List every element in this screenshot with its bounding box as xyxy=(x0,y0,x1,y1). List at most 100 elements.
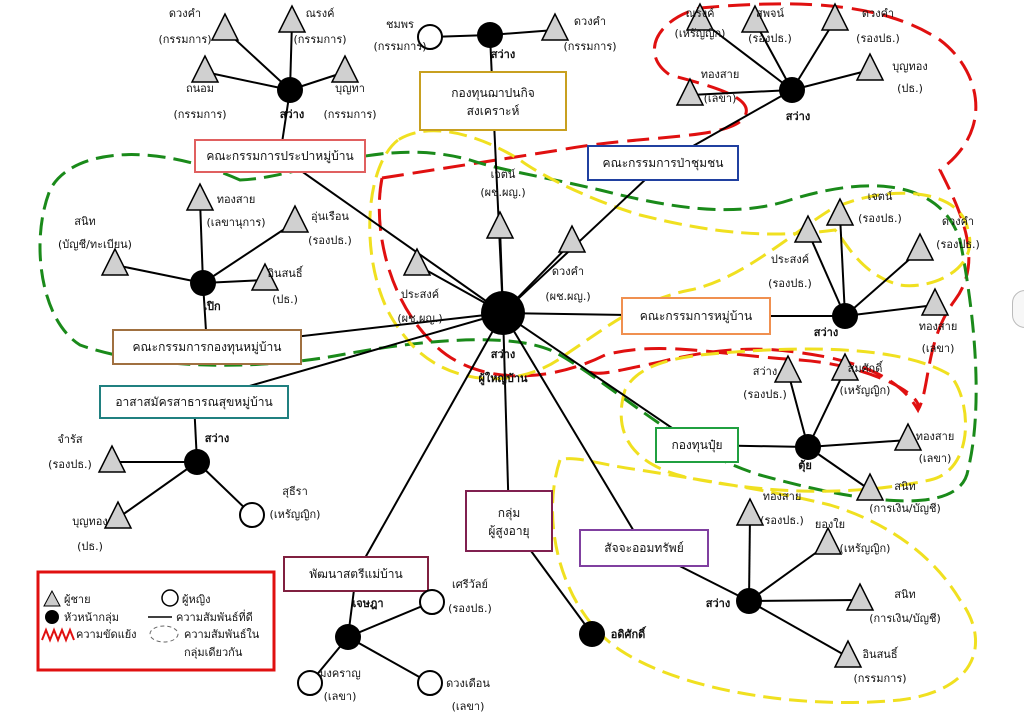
member-forest-2-male-icon xyxy=(820,2,850,31)
center-member-role-1: (ผช.ผญ.) xyxy=(397,312,442,325)
group-box-label-pracha: คณะกรรมการประปาหมู่บ้าน xyxy=(206,149,353,164)
hub-name-elderly: อดิศักดิ์ xyxy=(611,626,647,641)
member-role-savings-1: (เหรัญญิก) xyxy=(840,542,891,555)
hub-node-forest xyxy=(779,77,805,103)
link-member-savings-2 xyxy=(748,599,861,602)
link-member-fertilizer-1 xyxy=(807,369,846,448)
member-name-forest-2: ดวงคำ xyxy=(862,7,894,20)
link-member-women-0 xyxy=(347,601,433,638)
member-name-savings-2: สนิท xyxy=(894,588,915,601)
member-name-village_committee-2: ประสงค์ xyxy=(771,253,809,266)
group-box-label-women: พัฒนาสตรีแม่บ้าน xyxy=(309,567,402,581)
center-member-role-0: (ผช.ผญ.) xyxy=(480,186,525,199)
group-box-women xyxy=(283,556,429,592)
member-health-0-male-icon xyxy=(97,444,127,473)
member-pracha-0-male-icon xyxy=(210,12,240,41)
legend-relation: ความสัมพันธ์ที่ดี xyxy=(176,609,253,624)
legend-male: ผู้ชาย xyxy=(64,593,91,606)
member-name-savings-3: อินสนธิ์ xyxy=(862,646,899,661)
hub-name-fertilizer: ตุ้ย xyxy=(798,459,812,473)
member-role-pracha-1: (กรรมการ) xyxy=(293,33,346,46)
hub-name-women: เจษฎา xyxy=(352,597,383,610)
group-box-fertilizer xyxy=(655,427,739,463)
member-role-fund-2: (รองปธ.) xyxy=(308,234,352,247)
member-village_committee-1-male-icon xyxy=(905,232,935,261)
member-role-health-0: (รองปธ.) xyxy=(48,458,92,471)
group-box-label-village_committee: คณะกรรมการหมู่บ้าน xyxy=(640,309,753,324)
member-name-forest-4: บุญทอง xyxy=(892,60,928,73)
member-name-health-0: จำรัส xyxy=(57,433,83,446)
center-name: สว่าง xyxy=(491,348,515,361)
legend-female: ผู้หญิง xyxy=(182,593,210,606)
group-box-label2-elderly: ผู้สูงอายุ xyxy=(488,524,529,539)
group-box-label-fertilizer: กองทุนปุ๋ย xyxy=(671,438,722,453)
member-fertilizer-0-male-icon xyxy=(773,354,803,383)
group-box-forest xyxy=(587,145,739,181)
link-center-savings xyxy=(502,312,645,549)
legend-border xyxy=(36,570,276,672)
link-center-fertilizer xyxy=(502,312,698,446)
link-center-forest xyxy=(502,162,664,314)
center-role: ผู้ใหญ่บ้าน xyxy=(478,371,528,386)
hub-node-health xyxy=(184,449,210,475)
group-box-fund xyxy=(112,329,302,365)
member-name-fund-2: อุ่นเรือน xyxy=(311,210,349,223)
legend: ผู้ชาย ผู้หญิง หัวหน้ากลุ่ม ความสัมพันธ์… xyxy=(36,570,276,672)
member-village_committee-3-male-icon xyxy=(920,287,950,316)
member-name-savings-0: ทองสาย xyxy=(763,490,802,503)
member-role-pracha-3: (กรรมการ) xyxy=(323,108,376,121)
link-member-fertilizer-2 xyxy=(807,439,909,448)
member-name-women-0: เศรีวัลย์ xyxy=(452,578,488,591)
hub-name-pracha: สว่าง xyxy=(280,108,304,121)
member-role-village_committee-2: (รองปธ.) xyxy=(768,277,812,290)
member-role-pracha-2: (กรรมการ) xyxy=(173,108,226,121)
link-member-fund-2 xyxy=(202,221,296,284)
member-name-village_committee-3: ทองสาย xyxy=(919,320,958,333)
group-box-elderly xyxy=(465,490,553,552)
legend-head: หัวหน้ากลุ่ม xyxy=(64,611,119,624)
group-box-label1-elderly: กลุ่ม xyxy=(498,506,521,521)
member-fund-0-male-icon xyxy=(100,247,130,276)
yellow-zone-center xyxy=(368,129,972,381)
legend-head-icon xyxy=(45,610,59,624)
member-fund-2-male-icon xyxy=(280,204,310,233)
member-name-chanapanakit-0: ชมพร xyxy=(386,18,414,31)
legend-same-group-line2: กลุ่มเดียวกัน xyxy=(184,646,243,659)
member-role-village_committee-3: (เลขา) xyxy=(922,342,955,355)
link-center-pracha xyxy=(279,155,504,314)
center-member-name-1: ประสงค์ xyxy=(401,288,439,301)
link-member-fund-1 xyxy=(199,199,204,284)
member-health-2-female-icon xyxy=(239,502,265,528)
hub-node-women xyxy=(335,624,361,650)
member-fertilizer-1-male-icon xyxy=(830,352,860,381)
center-headman-node xyxy=(481,291,525,335)
member-forest-3-male-icon xyxy=(675,77,705,106)
group-box-label-fund: คณะกรรมการกองทุนหมู่บ้าน xyxy=(133,340,282,355)
scroll-handle[interactable] xyxy=(1012,290,1024,328)
member-name-fertilizer-2: ทองสาย xyxy=(916,430,955,443)
hub-name-fund: เปิก xyxy=(203,300,221,313)
link-member-savings-3 xyxy=(748,600,849,658)
member-fund-3-male-icon xyxy=(250,262,280,291)
member-savings-1-male-icon xyxy=(813,526,843,555)
member-name-fund-1: ทองสาย xyxy=(217,193,256,206)
member-name-chanapanakit-1: ดวงคำ xyxy=(574,15,606,28)
member-savings-3-male-icon xyxy=(833,639,863,668)
hub-name-village_committee: สว่าง xyxy=(814,326,838,339)
member-name-fertilizer-3: สนิท xyxy=(894,480,915,493)
center-member-1-male-icon xyxy=(402,247,432,276)
member-women-2-female-icon xyxy=(417,670,443,696)
yellow-zone-lower xyxy=(551,347,977,705)
member-women-1-female-icon xyxy=(297,670,323,696)
group-box-label2-chanapanakit: สงเคราะห์ xyxy=(467,104,520,118)
member-role-forest-4: (ปธ.) xyxy=(897,82,923,95)
member-role-savings-3: (กรรมการ) xyxy=(853,672,906,685)
member-role-pracha-0: (กรรมการ) xyxy=(158,33,211,46)
member-name-fertilizer-0: สว่าง xyxy=(753,365,777,378)
member-pracha-2-male-icon xyxy=(190,54,220,83)
link-member-pracha-2 xyxy=(204,71,291,91)
member-name-pracha-1: ณรงค์ xyxy=(306,7,335,20)
member-role-chanapanakit-1: (กรรมการ) xyxy=(563,40,616,53)
group-box-pracha xyxy=(194,139,366,173)
link-member-fund-0 xyxy=(114,264,204,284)
